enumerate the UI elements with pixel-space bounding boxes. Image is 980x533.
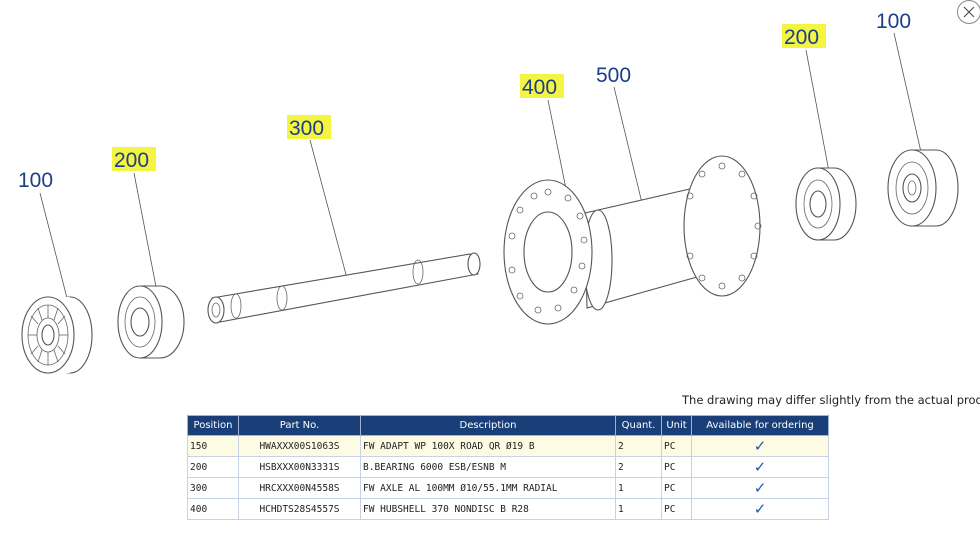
cell-quantity: 2 <box>615 456 662 478</box>
table-row[interactable]: 300 HRCXXX00N4558S FW AXLE AL 100MM Ø10/… <box>187 477 829 499</box>
cell-part-no: HSBXXX00N3331S <box>238 456 361 478</box>
cell-description: FW ADAPT WP 100X ROAD QR Ø19 B <box>360 435 616 457</box>
header-available: Available for ordering <box>691 415 829 436</box>
available-check-icon: ✓ <box>753 458 767 476</box>
callout-flange-left: 400 <box>522 76 557 99</box>
axle-drawing <box>207 252 481 324</box>
leader-lines <box>39 32 929 303</box>
cell-description: FW HUBSHELL 370 NONDISC B R28 <box>360 498 616 520</box>
callout-labels: 100 200 300 400 500 200 100 <box>18 10 911 192</box>
callout-axle: 300 <box>289 117 324 140</box>
callout-hubshell: 500 <box>596 64 631 87</box>
left-bearing-drawing <box>117 285 185 359</box>
right-hub-cap-drawing <box>887 149 959 227</box>
highlight-axle <box>287 115 331 139</box>
header-unit: Unit <box>661 415 692 436</box>
hub-shell-drawing <box>503 155 762 325</box>
table-row[interactable]: 400 HCHDTS28S4557S FW HUBSHELL 370 NONDI… <box>187 498 829 520</box>
available-check-icon: ✓ <box>753 500 767 518</box>
cell-unit: PC <box>661 498 692 520</box>
header-description: Description <box>360 415 616 436</box>
callout-bearing-right: 200 <box>784 26 819 49</box>
cell-description: FW AXLE AL 100MM Ø10/55.1MM RADIAL <box>360 477 616 499</box>
cell-position: 300 <box>187 477 239 499</box>
cell-part-no: HRCXXX00N4558S <box>238 477 361 499</box>
header-part-no: Part No. <box>238 415 361 436</box>
cell-position: 150 <box>187 435 239 457</box>
close-button[interactable] <box>957 0 980 24</box>
parts-table: Position Part No. Description Quant. Uni… <box>187 415 829 520</box>
cell-quantity: 2 <box>615 435 662 457</box>
cell-description: B.BEARING 6000 ESB/ESNB M <box>360 456 616 478</box>
cell-position: 200 <box>187 456 239 478</box>
header-position: Position <box>187 415 239 436</box>
highlight-bearing-left <box>112 147 156 171</box>
callout-bearing-left: 200 <box>114 149 149 172</box>
available-check-icon: ✓ <box>753 479 767 497</box>
cell-position: 400 <box>187 498 239 520</box>
cell-part-no: HWAXXX00S1063S <box>238 435 361 457</box>
callout-hub-right: 100 <box>876 10 911 33</box>
right-bearing-drawing <box>795 167 857 241</box>
highlight-flange-left <box>520 74 564 98</box>
close-icon <box>963 6 975 18</box>
cell-unit: PC <box>661 435 692 457</box>
cell-unit: PC <box>661 477 692 499</box>
cell-unit: PC <box>661 456 692 478</box>
drawing-disclaimer: The drawing may differ slightly from the… <box>682 393 980 407</box>
available-check-icon: ✓ <box>753 437 767 455</box>
header-quantity: Quant. <box>615 415 662 436</box>
highlight-bearing-right <box>782 24 826 48</box>
table-header-row: Position Part No. Description Quant. Uni… <box>187 415 829 436</box>
exploded-hub-diagram: 100 200 300 400 500 200 100 <box>18 10 959 374</box>
cell-quantity: 1 <box>615 477 662 499</box>
table-row[interactable]: 200 HSBXXX00N3331S B.BEARING 6000 ESB/ES… <box>187 456 829 478</box>
cell-quantity: 1 <box>615 498 662 520</box>
left-hub-cap-drawing <box>21 296 93 374</box>
table-row[interactable]: 150 HWAXXX00S1063S FW ADAPT WP 100X ROAD… <box>187 435 829 457</box>
cell-part-no: HCHDTS28S4557S <box>238 498 361 520</box>
callout-hub-left: 100 <box>18 169 53 192</box>
